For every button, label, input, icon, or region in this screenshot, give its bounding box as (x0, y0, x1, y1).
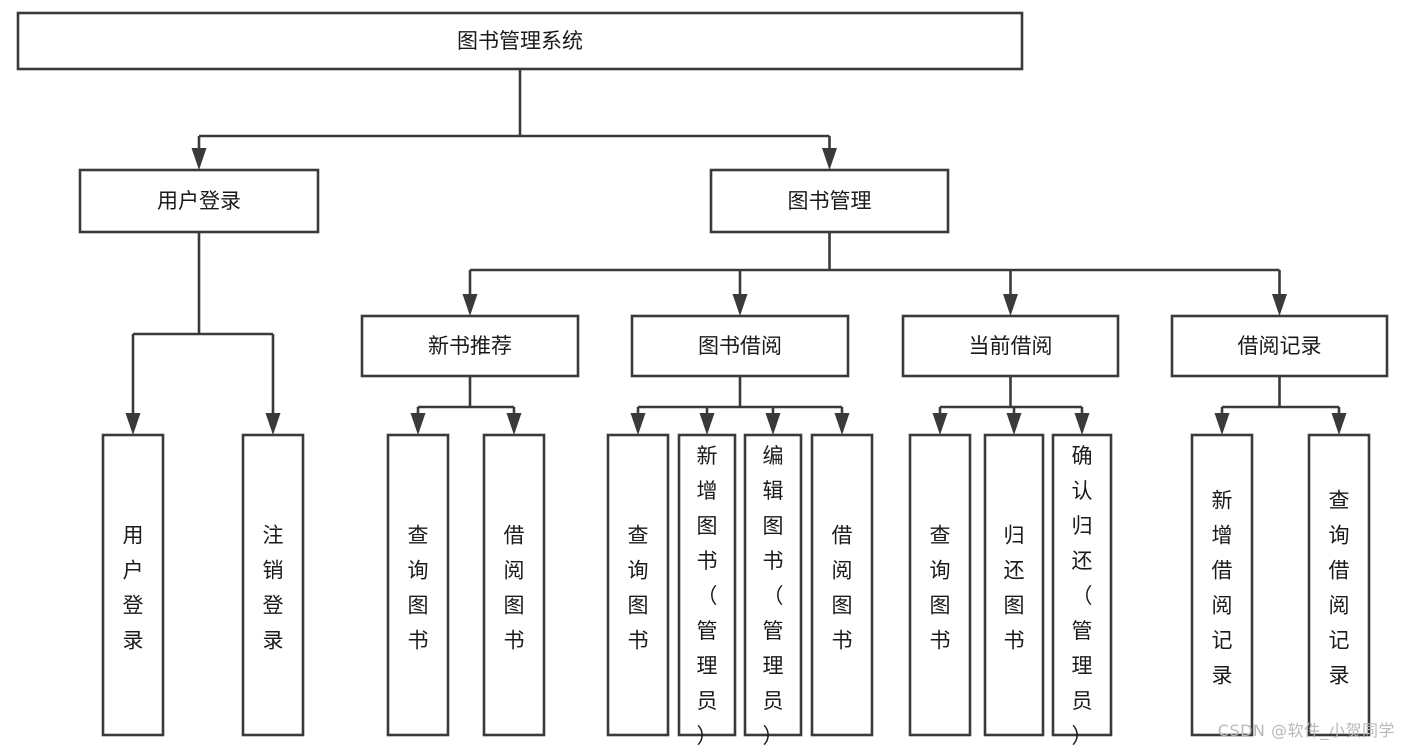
node-box (743, 433, 803, 737)
node-box (1051, 433, 1113, 737)
node-box (630, 314, 850, 378)
node-label: 借阅记录 (1238, 334, 1322, 358)
node-leaf-query-record[interactable]: 查询借阅记录 (1307, 433, 1371, 737)
arrow-head-icon (932, 413, 948, 435)
node-leaf-query-book-2[interactable]: 查询图书 (606, 433, 670, 737)
node-leaf-logout[interactable]: 注销登录 (241, 433, 305, 737)
node-leaf-edit-book[interactable]: 编辑图书（管理员） (743, 433, 803, 747)
node-book-management[interactable]: 图书管理 (709, 168, 950, 234)
node-label: 确认归还（管理员） (1072, 444, 1093, 747)
node-box (908, 433, 972, 737)
node-label: 图书借阅 (698, 334, 782, 358)
node-box (16, 11, 1024, 71)
node-label: 图书管理 (788, 189, 872, 213)
node-box (810, 433, 874, 737)
arrow-head-icon (1214, 413, 1230, 435)
node-label: 用户登录 (157, 189, 241, 213)
csdn-watermark: CSDN @软件_小贺同学 (1217, 721, 1395, 740)
node-label: 归还图书 (1004, 523, 1025, 652)
node-label: 查询图书 (628, 523, 649, 652)
edges-layer (125, 69, 1347, 435)
node-box (983, 433, 1045, 737)
nodes-layer: 图书管理系统用户登录图书管理新书推荐图书借阅当前借阅借阅记录用户登录注销登录查询… (16, 11, 1389, 747)
node-box (709, 168, 950, 234)
node-box (1307, 433, 1371, 737)
arrow-head-icon (462, 294, 478, 316)
node-label: 借阅图书 (504, 523, 525, 652)
node-leaf-add-book[interactable]: 新增图书（管理员） (677, 433, 737, 747)
node-leaf-user-login[interactable]: 用户登录 (101, 433, 165, 737)
arrow-head-icon (125, 413, 141, 435)
node-label: 用户登录 (123, 523, 144, 652)
node-box (1170, 314, 1389, 378)
arrow-head-icon (1003, 294, 1018, 316)
node-label: 新增借阅记录 (1212, 488, 1233, 687)
node-box (482, 433, 546, 737)
node-leaf-return-book[interactable]: 归还图书 (983, 433, 1045, 737)
arrow-head-icon (765, 413, 781, 435)
node-box (1190, 433, 1254, 737)
node-label: 图书管理系统 (457, 29, 583, 53)
node-label: 查询图书 (408, 523, 429, 652)
arrow-head-icon (410, 413, 426, 435)
node-box (78, 168, 320, 234)
node-label: 编辑图书（管理员） (763, 444, 784, 747)
arrow-head-icon (1331, 413, 1347, 435)
node-label: 新增图书（管理员） (697, 444, 718, 747)
node-label: 注销登录 (263, 523, 284, 652)
node-label: 查询图书 (930, 523, 951, 652)
node-new-book-recommend[interactable]: 新书推荐 (360, 314, 580, 378)
node-leaf-add-record[interactable]: 新增借阅记录 (1190, 433, 1254, 737)
node-leaf-confirm-return[interactable]: 确认归还（管理员） (1051, 433, 1113, 747)
arrow-head-icon (630, 413, 646, 435)
node-box (606, 433, 670, 737)
arrow-head-icon (1074, 413, 1090, 435)
arrow-head-icon (191, 148, 207, 170)
node-box (901, 314, 1120, 378)
arrow-head-icon (732, 294, 748, 316)
node-label: 借阅图书 (832, 523, 853, 652)
arrow-head-icon (1006, 413, 1022, 435)
arrow-head-icon (834, 413, 850, 435)
node-root[interactable]: 图书管理系统 (16, 11, 1024, 71)
arrow-head-icon (1272, 294, 1287, 316)
arrow-head-icon (822, 148, 837, 170)
node-current-borrow[interactable]: 当前借阅 (901, 314, 1120, 378)
arrow-head-icon (506, 413, 522, 435)
arrow-head-icon (265, 413, 281, 435)
node-leaf-borrow-book-1[interactable]: 借阅图书 (482, 433, 546, 737)
arrow-head-icon (699, 413, 715, 435)
node-box (101, 433, 165, 737)
node-box (241, 433, 305, 737)
node-label: 当前借阅 (969, 334, 1053, 358)
node-box (360, 314, 580, 378)
node-label: 查询借阅记录 (1329, 488, 1350, 687)
node-leaf-borrow-book-2[interactable]: 借阅图书 (810, 433, 874, 737)
node-label: 新书推荐 (428, 334, 512, 358)
node-book-borrow[interactable]: 图书借阅 (630, 314, 850, 378)
node-box (677, 433, 737, 737)
node-borrow-record[interactable]: 借阅记录 (1170, 314, 1389, 378)
node-leaf-query-book-3[interactable]: 查询图书 (908, 433, 972, 737)
node-leaf-query-book-1[interactable]: 查询图书 (386, 433, 450, 737)
node-box (386, 433, 450, 737)
node-user-login[interactable]: 用户登录 (78, 168, 320, 234)
